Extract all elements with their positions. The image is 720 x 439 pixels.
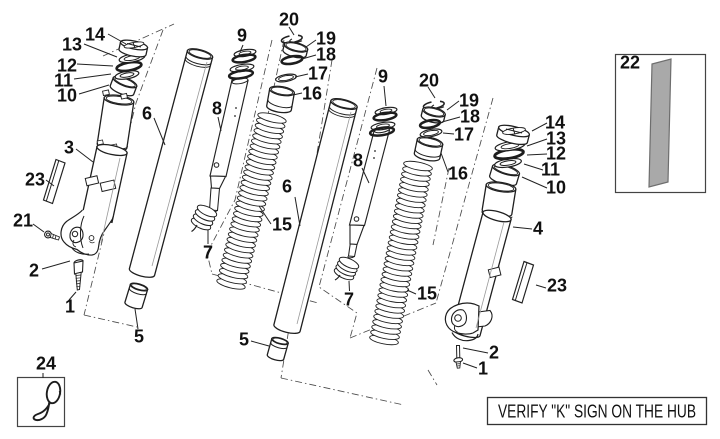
svg-text:23: 23 — [547, 276, 567, 296]
svg-text:6: 6 — [282, 177, 292, 197]
svg-text:8: 8 — [212, 99, 222, 119]
svg-text:11: 11 — [541, 160, 560, 180]
svg-text:1: 1 — [478, 359, 488, 379]
svg-text:16: 16 — [448, 164, 468, 184]
svg-text:7: 7 — [344, 290, 354, 310]
svg-text:6: 6 — [142, 104, 152, 124]
svg-text:18: 18 — [316, 45, 336, 65]
svg-text:5: 5 — [134, 327, 144, 347]
svg-text:13: 13 — [546, 129, 566, 149]
svg-text:10: 10 — [57, 86, 77, 106]
svg-text:1: 1 — [65, 297, 75, 317]
svg-text:7: 7 — [203, 243, 213, 263]
svg-text:19: 19 — [316, 29, 336, 49]
svg-text:10: 10 — [546, 178, 566, 198]
svg-text:15: 15 — [417, 284, 437, 304]
svg-text:20: 20 — [419, 71, 439, 91]
svg-text:21: 21 — [13, 211, 33, 231]
svg-text:9: 9 — [378, 67, 388, 87]
svg-text:14: 14 — [545, 113, 565, 133]
svg-text:16: 16 — [302, 84, 322, 104]
svg-text:11: 11 — [54, 71, 73, 91]
svg-text:VERIFY "K" SIGN ON THE HUB: VERIFY "K" SIGN ON THE HUB — [498, 401, 696, 422]
svg-text:20: 20 — [279, 10, 299, 30]
svg-text:4: 4 — [533, 219, 543, 239]
svg-text:23: 23 — [25, 170, 45, 190]
svg-text:8: 8 — [353, 151, 363, 171]
svg-text:3: 3 — [64, 138, 74, 158]
svg-text:2: 2 — [29, 261, 39, 281]
svg-text:12: 12 — [57, 56, 77, 76]
svg-text:24: 24 — [36, 354, 56, 374]
svg-text:12: 12 — [546, 144, 566, 164]
svg-text:9: 9 — [237, 26, 247, 46]
svg-text:19: 19 — [459, 91, 479, 111]
svg-text:13: 13 — [62, 35, 82, 55]
svg-text:17: 17 — [308, 64, 328, 84]
svg-text:2: 2 — [489, 343, 499, 363]
svg-text:14: 14 — [85, 25, 105, 45]
svg-text:18: 18 — [460, 107, 480, 127]
svg-text:17: 17 — [454, 125, 474, 145]
svg-text:15: 15 — [272, 215, 292, 235]
svg-text:5: 5 — [239, 330, 249, 350]
svg-text:22: 22 — [620, 53, 640, 73]
